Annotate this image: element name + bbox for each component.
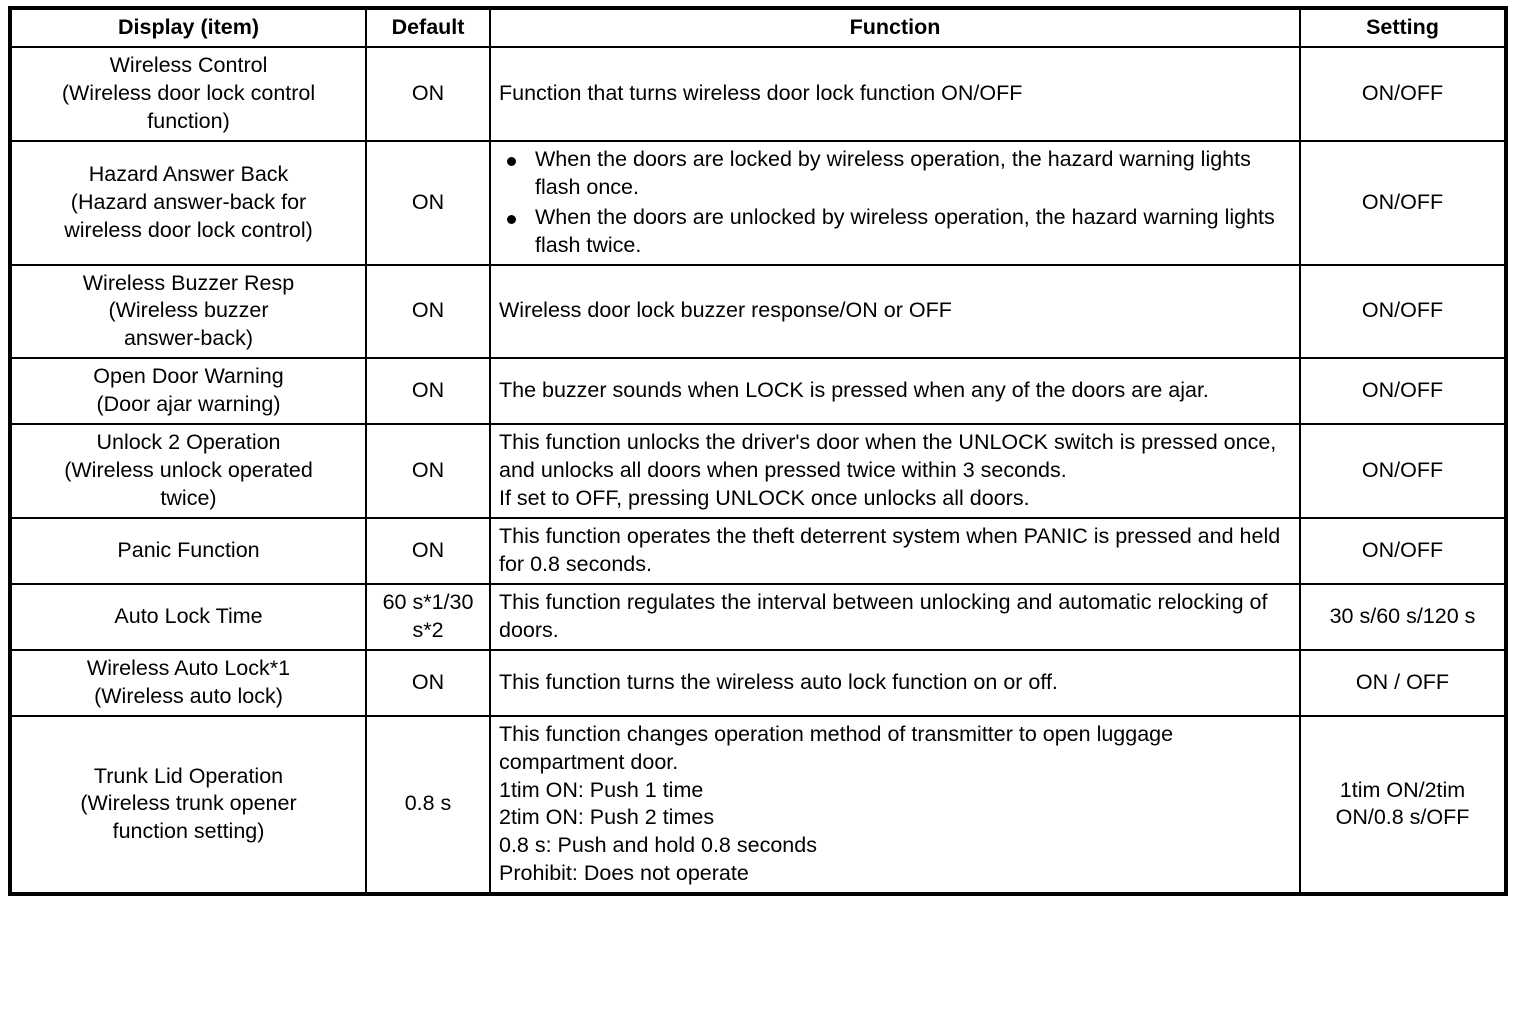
cell-function: When the doors are locked by wireless op… — [489, 139, 1301, 266]
cell-setting: ON / OFF — [1299, 648, 1507, 717]
cell-default: ON — [365, 357, 491, 426]
column-header-default: Default — [365, 7, 491, 48]
table-row: Open Door Warning (Door ajar warning) ON… — [9, 357, 1507, 426]
cell-setting: ON/OFF — [1299, 517, 1507, 585]
column-header-display: Display (item) — [9, 7, 367, 48]
cell-default: ON — [365, 45, 491, 142]
cell-default: ON — [365, 648, 491, 717]
cell-function: The buzzer sounds when LOCK is pressed w… — [489, 357, 1301, 426]
bullet-dot-icon — [507, 214, 516, 224]
display-line: Wireless Auto Lock*1 — [86, 655, 291, 680]
cell-display: Trunk Lid Operation (Wireless trunk open… — [9, 714, 367, 896]
function-line: 1tim ON: Push 1 time — [499, 777, 704, 802]
display-line: Wireless Control — [109, 52, 268, 77]
table-row: Auto Lock Time 60 s*1/30 s*2 This functi… — [9, 582, 1507, 651]
display-line: (Wireless auto lock) — [94, 683, 283, 708]
cell-default: ON — [365, 517, 491, 585]
table-row: Unlock 2 Operation (Wireless unlock oper… — [9, 423, 1507, 519]
display-line: (Wireless trunk opener — [80, 791, 297, 816]
cell-function: This function unlocks the driver's door … — [489, 423, 1301, 519]
table-body: Wireless Control (Wireless door lock con… — [9, 45, 1507, 896]
bullet-list: When the doors are locked by wireless op… — [499, 146, 1291, 260]
table-header: Display (item) Default Function Setting — [9, 7, 1507, 48]
cell-display: Unlock 2 Operation (Wireless unlock oper… — [9, 423, 367, 519]
table-row: Panic Function ON This function operates… — [9, 517, 1507, 585]
display-line: Open Door Warning — [93, 364, 284, 389]
list-item: When the doors are locked by wireless op… — [499, 146, 1291, 202]
table-row: Trunk Lid Operation (Wireless trunk open… — [9, 714, 1507, 896]
display-line: Unlock 2 Operation — [96, 430, 281, 455]
display-line: Trunk Lid Operation — [93, 763, 284, 788]
function-line: This function unlocks the driver's door … — [499, 430, 1277, 483]
setting-line: 1tim ON/2tim — [1339, 777, 1466, 802]
display-line: Hazard Answer Back — [88, 161, 289, 186]
display-line: (Door ajar warning) — [96, 392, 281, 417]
function-line: Function that turns wireless door lock f… — [499, 80, 1023, 105]
cell-setting: 30 s/60 s/120 s — [1299, 582, 1507, 651]
display-line: twice) — [160, 486, 217, 511]
bullet-dot-icon — [507, 156, 516, 166]
cell-default: ON — [365, 423, 491, 519]
display-line: function) — [147, 108, 230, 133]
function-line: This function changes operation method o… — [499, 721, 1174, 774]
cell-setting: ON/OFF — [1299, 45, 1507, 142]
cell-function: This function turns the wireless auto lo… — [489, 648, 1301, 717]
cell-display: Auto Lock Time — [9, 582, 367, 651]
cell-function: This function changes operation method o… — [489, 714, 1301, 896]
table-row: Wireless Control (Wireless door lock con… — [9, 45, 1507, 142]
cell-display: Wireless Auto Lock*1 (Wireless auto lock… — [9, 648, 367, 717]
cell-display: Panic Function — [9, 517, 367, 585]
function-line: If set to OFF, pressing UNLOCK once unlo… — [499, 486, 1030, 511]
function-line: This function turns the wireless auto lo… — [499, 669, 1058, 694]
display-line: (Wireless unlock operated — [64, 458, 313, 483]
table-row: Wireless Buzzer Resp (Wireless buzzer an… — [9, 263, 1507, 360]
cell-function: This function regulates the interval bet… — [489, 582, 1301, 651]
display-line: (Wireless door lock control — [61, 80, 316, 105]
cell-function: Wireless door lock buzzer response/ON or… — [489, 263, 1301, 360]
display-line: (Wireless buzzer — [108, 298, 269, 323]
cell-function: This function operates the theft deterre… — [489, 517, 1301, 585]
cell-display: Wireless Buzzer Resp (Wireless buzzer an… — [9, 263, 367, 360]
column-header-setting: Setting — [1299, 7, 1507, 48]
cell-setting: ON/OFF — [1299, 139, 1507, 266]
column-header-function: Function — [489, 7, 1301, 48]
function-line: 2tim ON: Push 2 times — [499, 805, 715, 830]
function-line: This function regulates the interval bet… — [499, 589, 1268, 642]
cell-function: Function that turns wireless door lock f… — [489, 45, 1301, 142]
display-line: Wireless Buzzer Resp — [82, 270, 295, 295]
display-line: answer-back) — [123, 326, 254, 351]
cell-setting: ON/OFF — [1299, 357, 1507, 426]
cell-setting: ON/OFF — [1299, 263, 1507, 360]
wireless-door-lock-settings-table: Display (item) Default Function Setting … — [8, 6, 1508, 897]
display-line: wireless door lock control) — [64, 217, 313, 242]
cell-display: Open Door Warning (Door ajar warning) — [9, 357, 367, 426]
function-line: Wireless door lock buzzer response/ON or… — [499, 298, 952, 323]
cell-default: ON — [365, 263, 491, 360]
function-line: This function operates the theft deterre… — [499, 524, 1281, 576]
function-line: The buzzer sounds when LOCK is pressed w… — [499, 378, 1209, 403]
list-item: When the doors are unlocked by wireless … — [499, 204, 1291, 260]
cell-default: 0.8 s — [365, 714, 491, 896]
cell-setting: 1tim ON/2tim ON/0.8 s/OFF — [1299, 714, 1507, 896]
table-header-row: Display (item) Default Function Setting — [9, 7, 1507, 48]
display-line: function setting) — [112, 819, 265, 844]
table-row: Hazard Answer Back (Hazard answer-back f… — [9, 139, 1507, 266]
display-line: (Hazard answer-back for — [70, 189, 307, 214]
bullet-text: When the doors are locked by wireless op… — [535, 146, 1251, 199]
cell-default: 60 s*1/30 s*2 — [365, 582, 491, 651]
bullet-text: When the doors are unlocked by wireless … — [535, 204, 1275, 257]
function-line: 0.8 s: Push and hold 0.8 seconds — [499, 833, 817, 858]
cell-display: Wireless Control (Wireless door lock con… — [9, 45, 367, 142]
display-line: Panic Function — [117, 537, 260, 562]
setting-line: ON/0.8 s/OFF — [1335, 805, 1470, 830]
display-line: Auto Lock Time — [114, 603, 263, 628]
cell-default: ON — [365, 139, 491, 266]
cell-setting: ON/OFF — [1299, 423, 1507, 519]
function-line: Prohibit: Does not operate — [499, 861, 749, 886]
table-row: Wireless Auto Lock*1 (Wireless auto lock… — [9, 648, 1507, 717]
cell-display: Hazard Answer Back (Hazard answer-back f… — [9, 139, 367, 266]
